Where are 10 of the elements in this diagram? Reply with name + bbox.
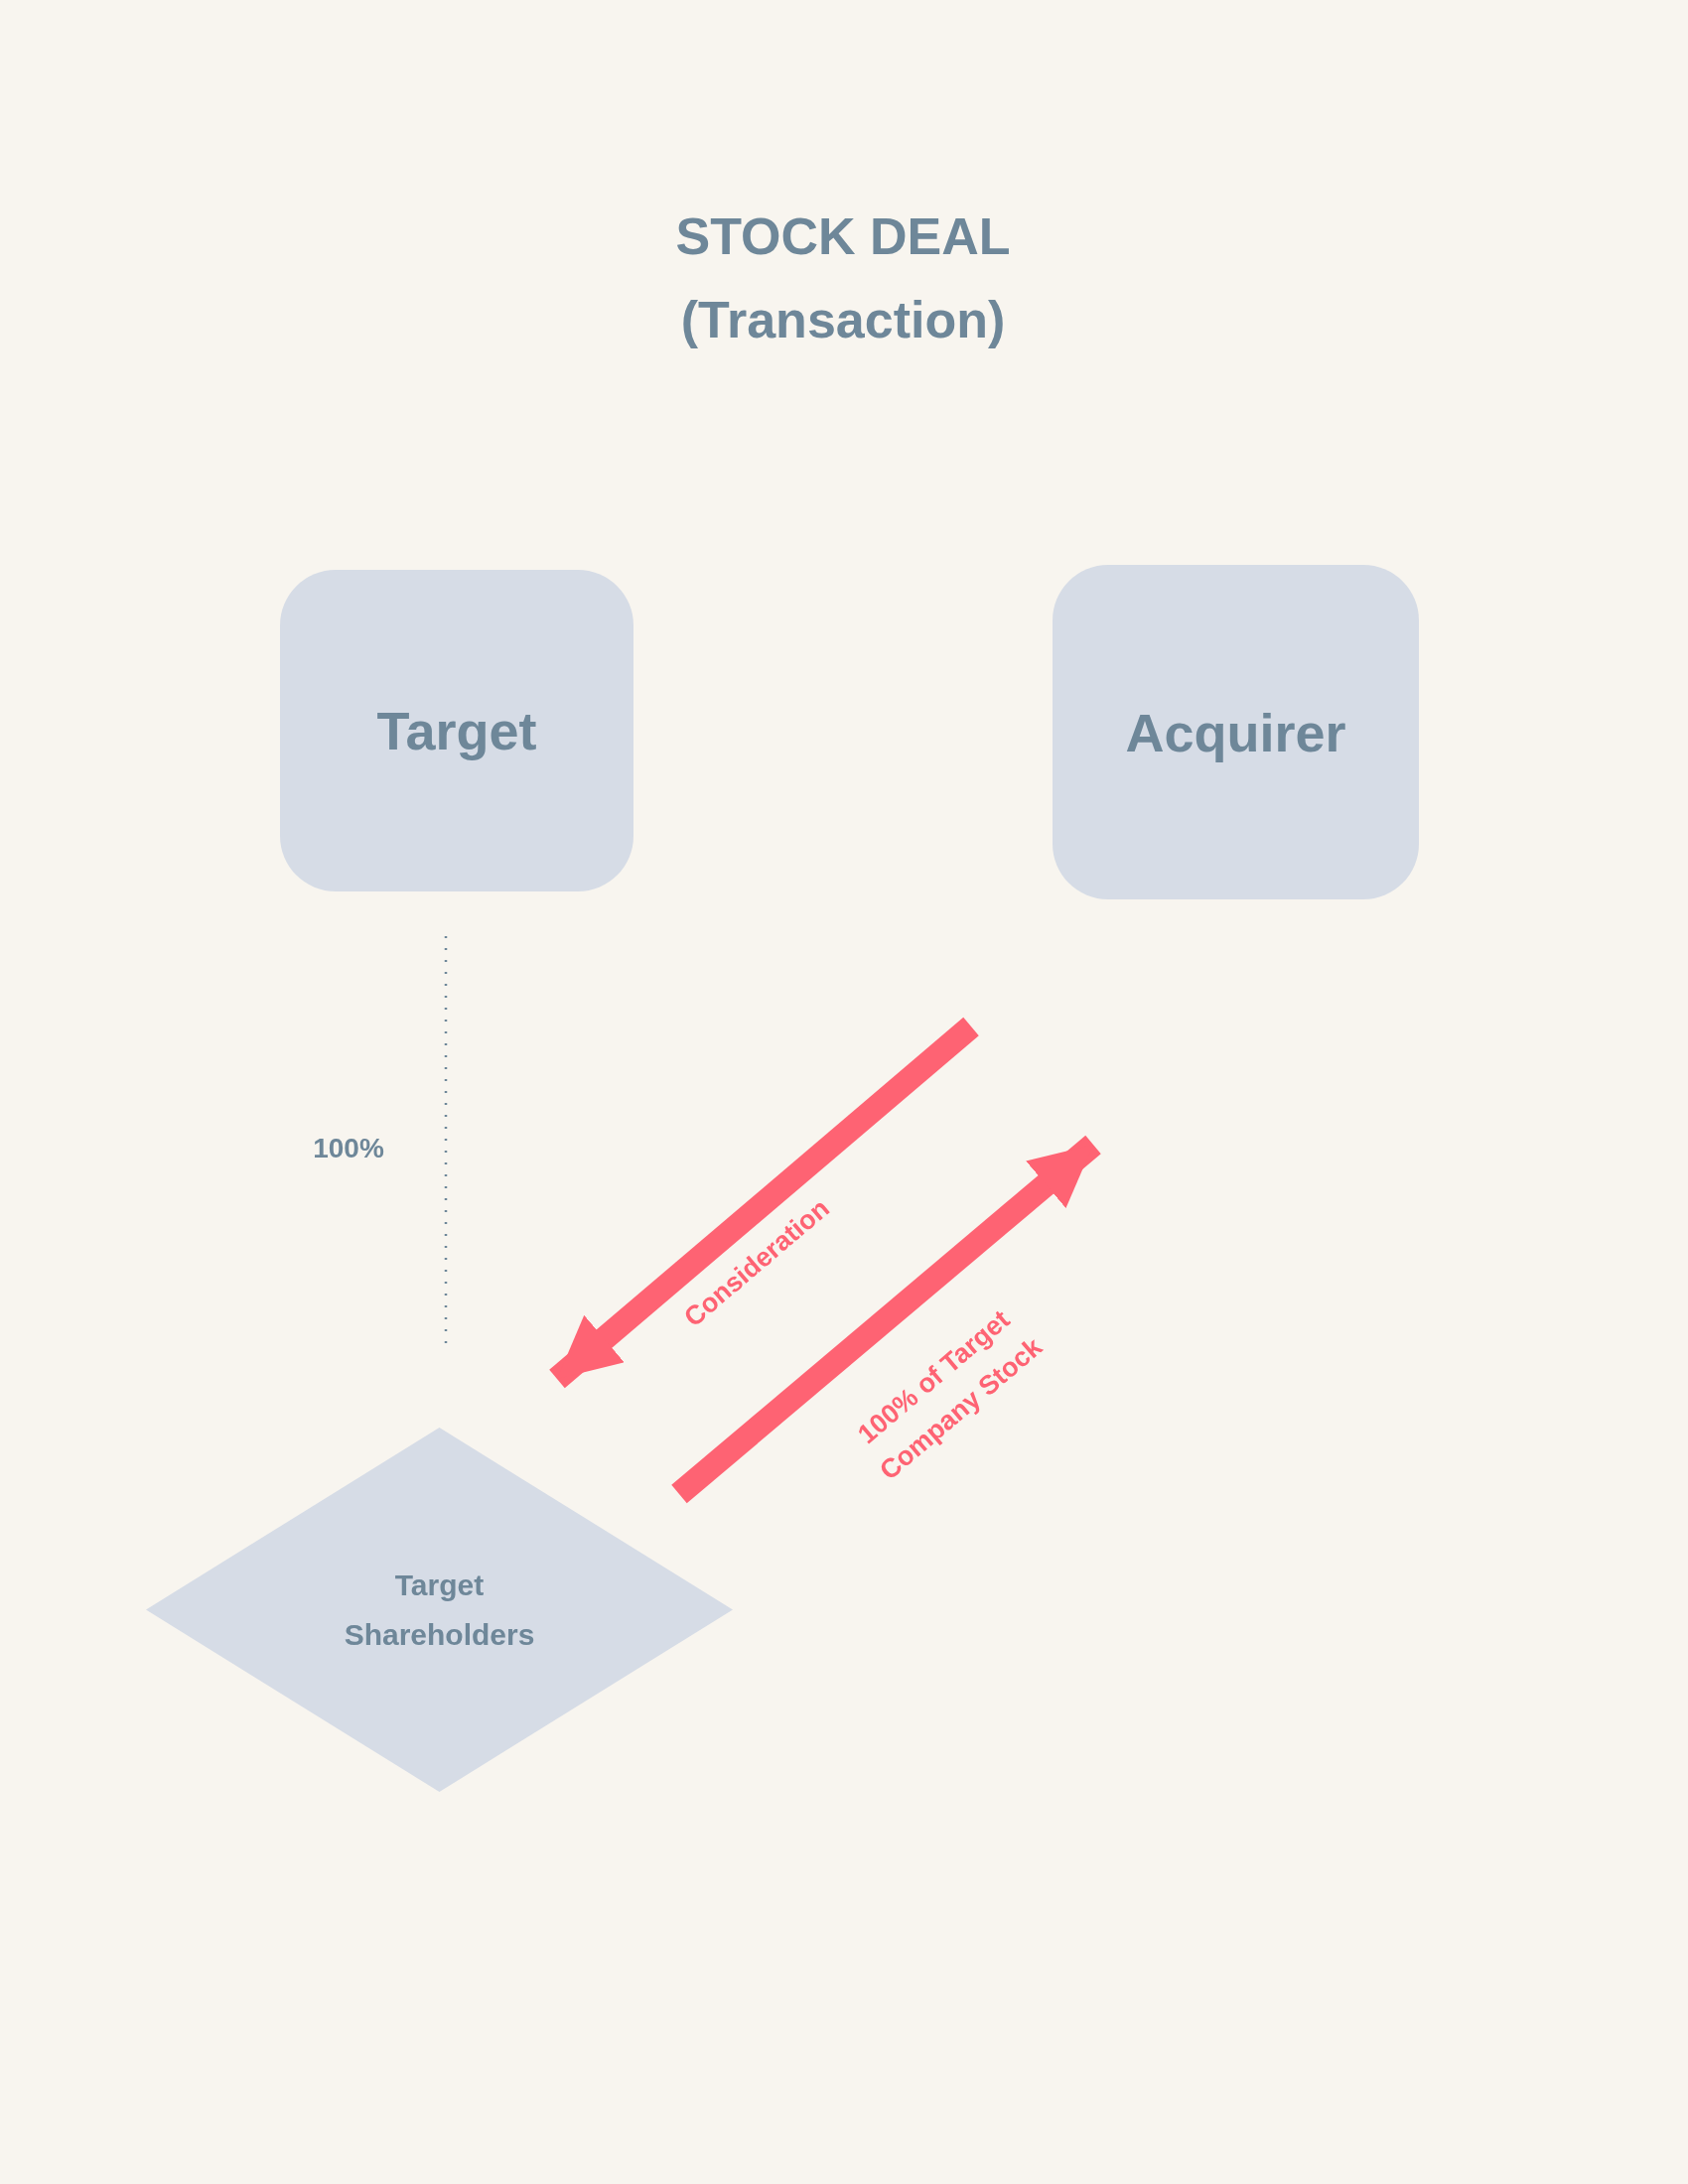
node-label: Target Shareholders bbox=[343, 1567, 536, 1653]
node-label: Target bbox=[376, 700, 537, 761]
decision-diamond bbox=[146, 1428, 733, 1792]
arrow bbox=[671, 1135, 1101, 1504]
arrow bbox=[549, 1017, 979, 1389]
entity-box bbox=[1053, 565, 1419, 899]
edge-label: 100% bbox=[312, 1132, 385, 1165]
diagram-title: STOCK DEAL (Transaction) bbox=[674, 206, 1012, 350]
node-label: Acquirer bbox=[1125, 701, 1346, 763]
entity-box bbox=[280, 570, 633, 891]
